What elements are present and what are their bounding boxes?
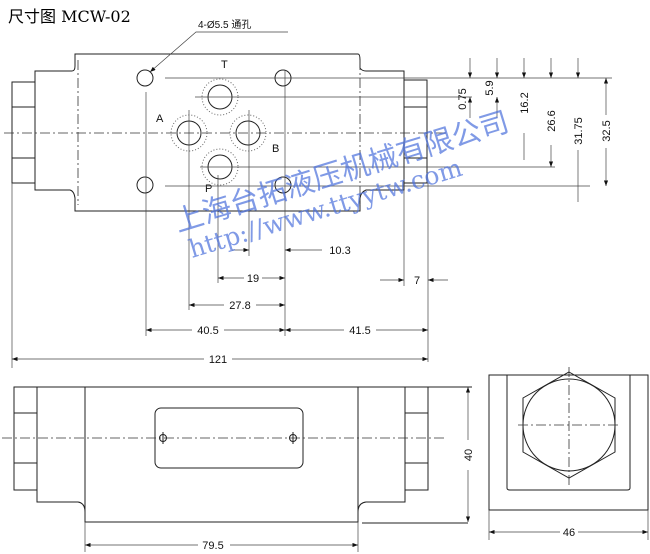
horizontal-dimensions: 10.3 19 7 27.8 40.5 41.5 121: [12, 245, 448, 366]
dim-121: 121: [209, 354, 227, 366]
right-nut: [403, 79, 428, 184]
note-leader: [149, 31, 288, 73]
dim-7: 7: [414, 275, 420, 287]
left-nut: [11, 81, 36, 184]
front-view: 40 79.5: [2, 386, 475, 552]
dim-16-2: 16.2: [519, 92, 531, 113]
dim-5-9: 5.9: [484, 80, 496, 95]
dim-0-75: 0.75: [457, 88, 469, 109]
top-view: T A B P 4-Ø5.5 通孔: [4, 19, 612, 368]
front-body-outline: [36, 387, 406, 523]
ports: [170, 78, 267, 186]
dim-19: 19: [247, 273, 259, 285]
dim-side-width-46: 46: [563, 527, 575, 539]
front-right-nut: [404, 386, 429, 491]
dim-32-5: 32.5: [601, 120, 613, 141]
side-outer-outline: [488, 374, 649, 511]
dim-height-40: 40: [463, 449, 475, 461]
port-label-a: A: [156, 113, 164, 125]
dim-27-8: 27.8: [229, 300, 250, 312]
dim-31-75: 31.75: [573, 117, 585, 145]
front-left-nut: [13, 386, 38, 491]
port-label-b: B: [272, 143, 279, 155]
dim-26-6: 26.6: [546, 110, 558, 131]
dim-width-79-5: 79.5: [202, 540, 223, 552]
dim-41-5: 41.5: [349, 325, 370, 337]
dim-10-3: 10.3: [329, 245, 350, 257]
nameplate-screws: [159, 432, 297, 444]
vertical-dimensions: 0.75 5.9 16.2 26.6 31.75 32.5: [457, 58, 613, 202]
watermark: 上海台拓液压机械有限公司 http://www.ttyytw.com: [170, 104, 513, 263]
port-label-p: P: [205, 183, 212, 195]
side-view: 46: [488, 367, 649, 540]
side-inner-outline: [506, 375, 631, 491]
port-label-t: T: [221, 59, 228, 71]
drawing-title: 尺寸图 MCW-02: [8, 7, 131, 26]
valve-body-outline: [34, 53, 405, 212]
through-hole-note: 4-Ø5.5 通孔: [198, 19, 251, 31]
mounting-holes: [136, 69, 292, 194]
dim-40-5: 40.5: [197, 325, 218, 337]
